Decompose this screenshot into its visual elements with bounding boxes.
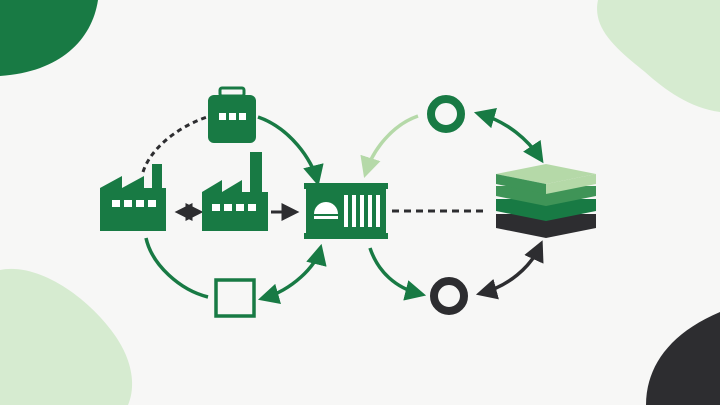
- ring-icon-bottom: [430, 277, 468, 315]
- dashed-link-factory-luggage: [141, 115, 208, 173]
- corner-blob-top-left: [0, 0, 98, 76]
- arrow-container-to-ring: [368, 247, 427, 301]
- shipping-container-icon: [304, 183, 388, 239]
- arc-factory-to-box: [144, 237, 209, 299]
- ring-icon-top: [427, 95, 465, 133]
- corner-blob-bottom-left: [0, 268, 133, 405]
- layer-stack-icon: [496, 164, 596, 238]
- arrow-box-container: [257, 243, 327, 305]
- corner-blob-bottom-right: [646, 312, 720, 405]
- arrow-ring-stack-top: [473, 107, 544, 164]
- factory-icon-middle: [202, 152, 268, 231]
- square-outline-icon: [214, 278, 256, 318]
- luggage-icon: [208, 86, 256, 143]
- arrow-ring-stack-bottom: [475, 240, 544, 300]
- arrow-ring-to-container: [360, 114, 419, 179]
- corner-blob-top-right: [597, 0, 720, 112]
- arrow-luggage-to-container: [257, 115, 324, 187]
- factory-icon-left: [100, 164, 166, 231]
